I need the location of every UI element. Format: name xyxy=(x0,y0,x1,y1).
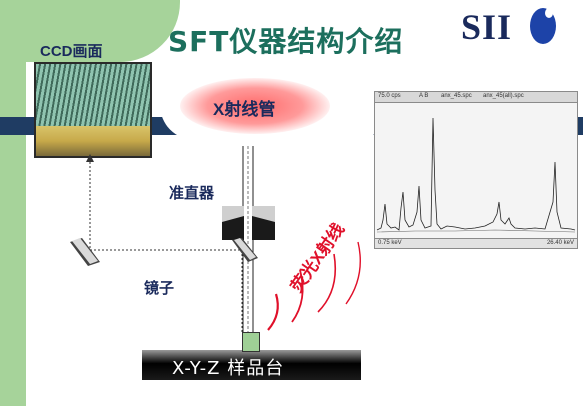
ccd-image xyxy=(34,62,152,158)
spectrum-header-item: A B xyxy=(419,93,429,99)
spectrum-energy-max: 26.40 keV xyxy=(546,240,574,246)
fluorescence-arc-2 xyxy=(291,269,304,323)
mirror-label: 镜子 xyxy=(144,280,175,297)
spectrum-header: 75.0 cps A B anx_45.spc anx_45(all).spc xyxy=(375,92,577,103)
spectrum-footer: 0.75 keV 26.40 keV xyxy=(375,238,577,248)
page-title: SFT仪器结构介绍 xyxy=(168,25,404,58)
spectrum-energy-min: 0.75 keV xyxy=(378,240,402,246)
mirror-left-face xyxy=(72,238,98,264)
stage-label: X-Y-Z 样品台 xyxy=(172,358,285,379)
spectrum-header-item: 75.0 cps xyxy=(378,93,401,99)
spectrum-window: 75.0 cps A B anx_45.spc anx_45(all).spc … xyxy=(374,91,578,249)
optical-path-dotted xyxy=(89,158,243,332)
spectrum-plot xyxy=(376,117,576,233)
collimator-left-shade xyxy=(222,206,244,222)
ccd-base-band xyxy=(36,126,150,156)
sii-logo-mark-highlight xyxy=(545,8,553,18)
xray-tube-label: X射线管 xyxy=(213,100,276,119)
xyz-stage xyxy=(142,350,361,380)
spectrum-header-item: anx_45(all).spc xyxy=(483,93,524,99)
spectrum-header-item: anx_45.spc xyxy=(441,93,472,99)
ccd-label: CCD画面 xyxy=(40,43,103,60)
top-accent-band xyxy=(0,0,180,62)
spectrum-curve xyxy=(376,117,576,231)
optical-path-arrowhead xyxy=(86,154,94,162)
spectrum-curve-secondary xyxy=(376,229,576,233)
sample-block xyxy=(242,332,260,352)
xray-tube-glow xyxy=(180,78,330,134)
fluorescence-arc-3 xyxy=(317,253,337,313)
mirror-center-face xyxy=(234,238,256,260)
fluorescence-arc-4 xyxy=(345,241,361,305)
sii-logo-text: SII xyxy=(461,7,513,47)
fluorescence-arc-1 xyxy=(267,293,279,331)
collimator-label: 准直器 xyxy=(169,185,215,202)
left-accent-strip xyxy=(0,0,26,406)
collimator-right-shade xyxy=(252,206,275,222)
